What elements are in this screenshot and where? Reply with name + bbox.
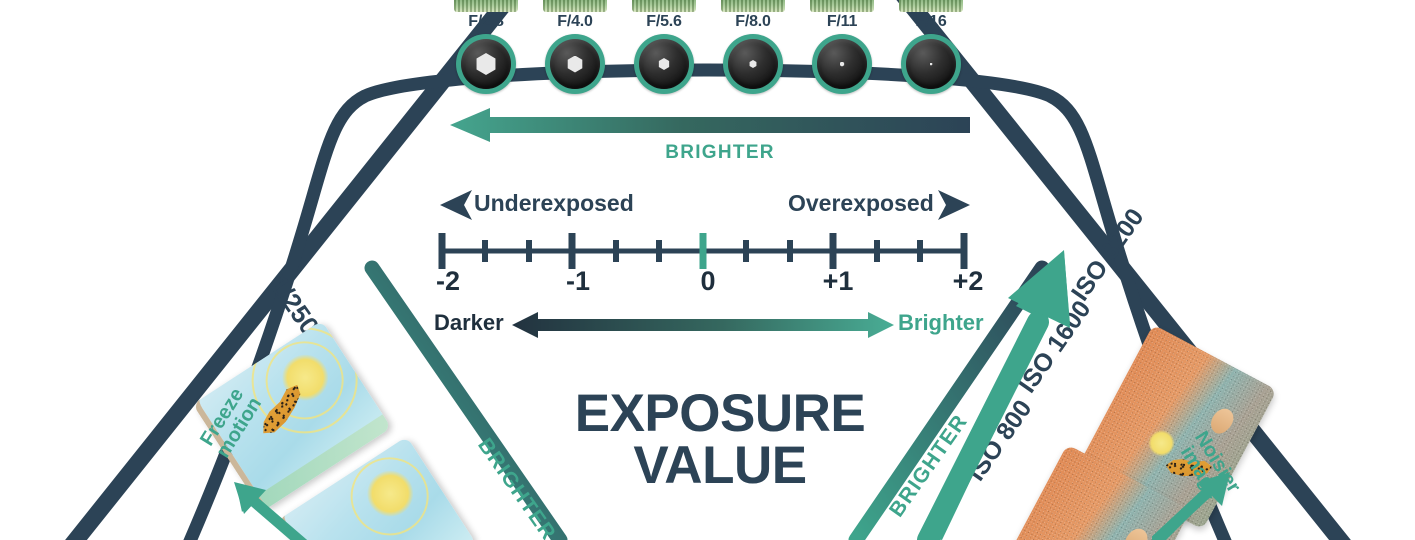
iso-brighter-arrow [917, 250, 1070, 540]
aperture-stop-label: F/11 [826, 13, 858, 30]
aperture-stop[interactable]: F/16 [891, 0, 971, 94]
title-line-2: VALUE [633, 436, 807, 496]
page-title: EXPOSURE VALUE [455, 384, 985, 496]
aperture-sample-photo [899, 0, 963, 12]
aperture-stop[interactable]: F/4.0 [535, 0, 615, 94]
tick-label: 0 [700, 266, 716, 296]
title-line-1: EXPOSURE [574, 384, 866, 443]
freeze-motion-arrow [234, 482, 308, 540]
underexposed-arrow-icon [440, 190, 472, 220]
overexposed-arrow-icon [938, 190, 970, 220]
darker-label: Darker [434, 310, 504, 335]
aperture-stop-label: F/8.0 [735, 13, 771, 30]
aperture-stop[interactable]: F/5.6 [624, 0, 704, 94]
aperture-icon [545, 34, 605, 94]
aperture-icon [456, 34, 516, 94]
aperture-stop[interactable]: F/11 [802, 0, 882, 94]
exposure-value-scale [438, 233, 968, 269]
underexposed-label: Underexposed [474, 190, 634, 216]
darker-brighter-arrow [512, 312, 894, 338]
aperture-icon [723, 34, 783, 94]
noisier-image-arrow [1152, 472, 1230, 540]
aperture-icon [812, 34, 872, 94]
aperture-brighter-arrow [450, 108, 970, 142]
aperture-stop-label: F/16 [915, 13, 947, 30]
overexposed-label: Overexposed [788, 190, 934, 216]
aperture-icon [634, 34, 694, 94]
aperture-stop-label: F/4.0 [557, 13, 593, 30]
tick-label: -2 [435, 266, 461, 296]
tick-label: -1 [565, 266, 591, 296]
aperture-brighter-label: BRIGHTER [665, 142, 775, 163]
aperture-sample-photo [632, 0, 696, 12]
aperture-sample-photo [721, 0, 785, 12]
exposure-value-tick-labels: -2 -1 0 +1 +2 [400, 266, 1010, 300]
aperture-stop[interactable]: F/2.8 [446, 0, 526, 94]
aperture-stop-label: F/2.8 [468, 13, 504, 30]
aperture-stop-label: F/5.6 [646, 13, 682, 30]
tick-label: +2 [952, 266, 984, 296]
aperture-sample-photo [810, 0, 874, 12]
aperture-sample-photo [543, 0, 607, 12]
aperture-stop[interactable]: F/8.0 [713, 0, 793, 94]
brighter-label: Brighter [898, 310, 984, 335]
tick-label: +1 [822, 266, 854, 296]
aperture-sample-photo [454, 0, 518, 12]
aperture-icon [901, 34, 961, 94]
aperture-axis: F/2.8 F/4.0 F/5.6 F/8.0 F/11 F/16 [440, 0, 1000, 95]
